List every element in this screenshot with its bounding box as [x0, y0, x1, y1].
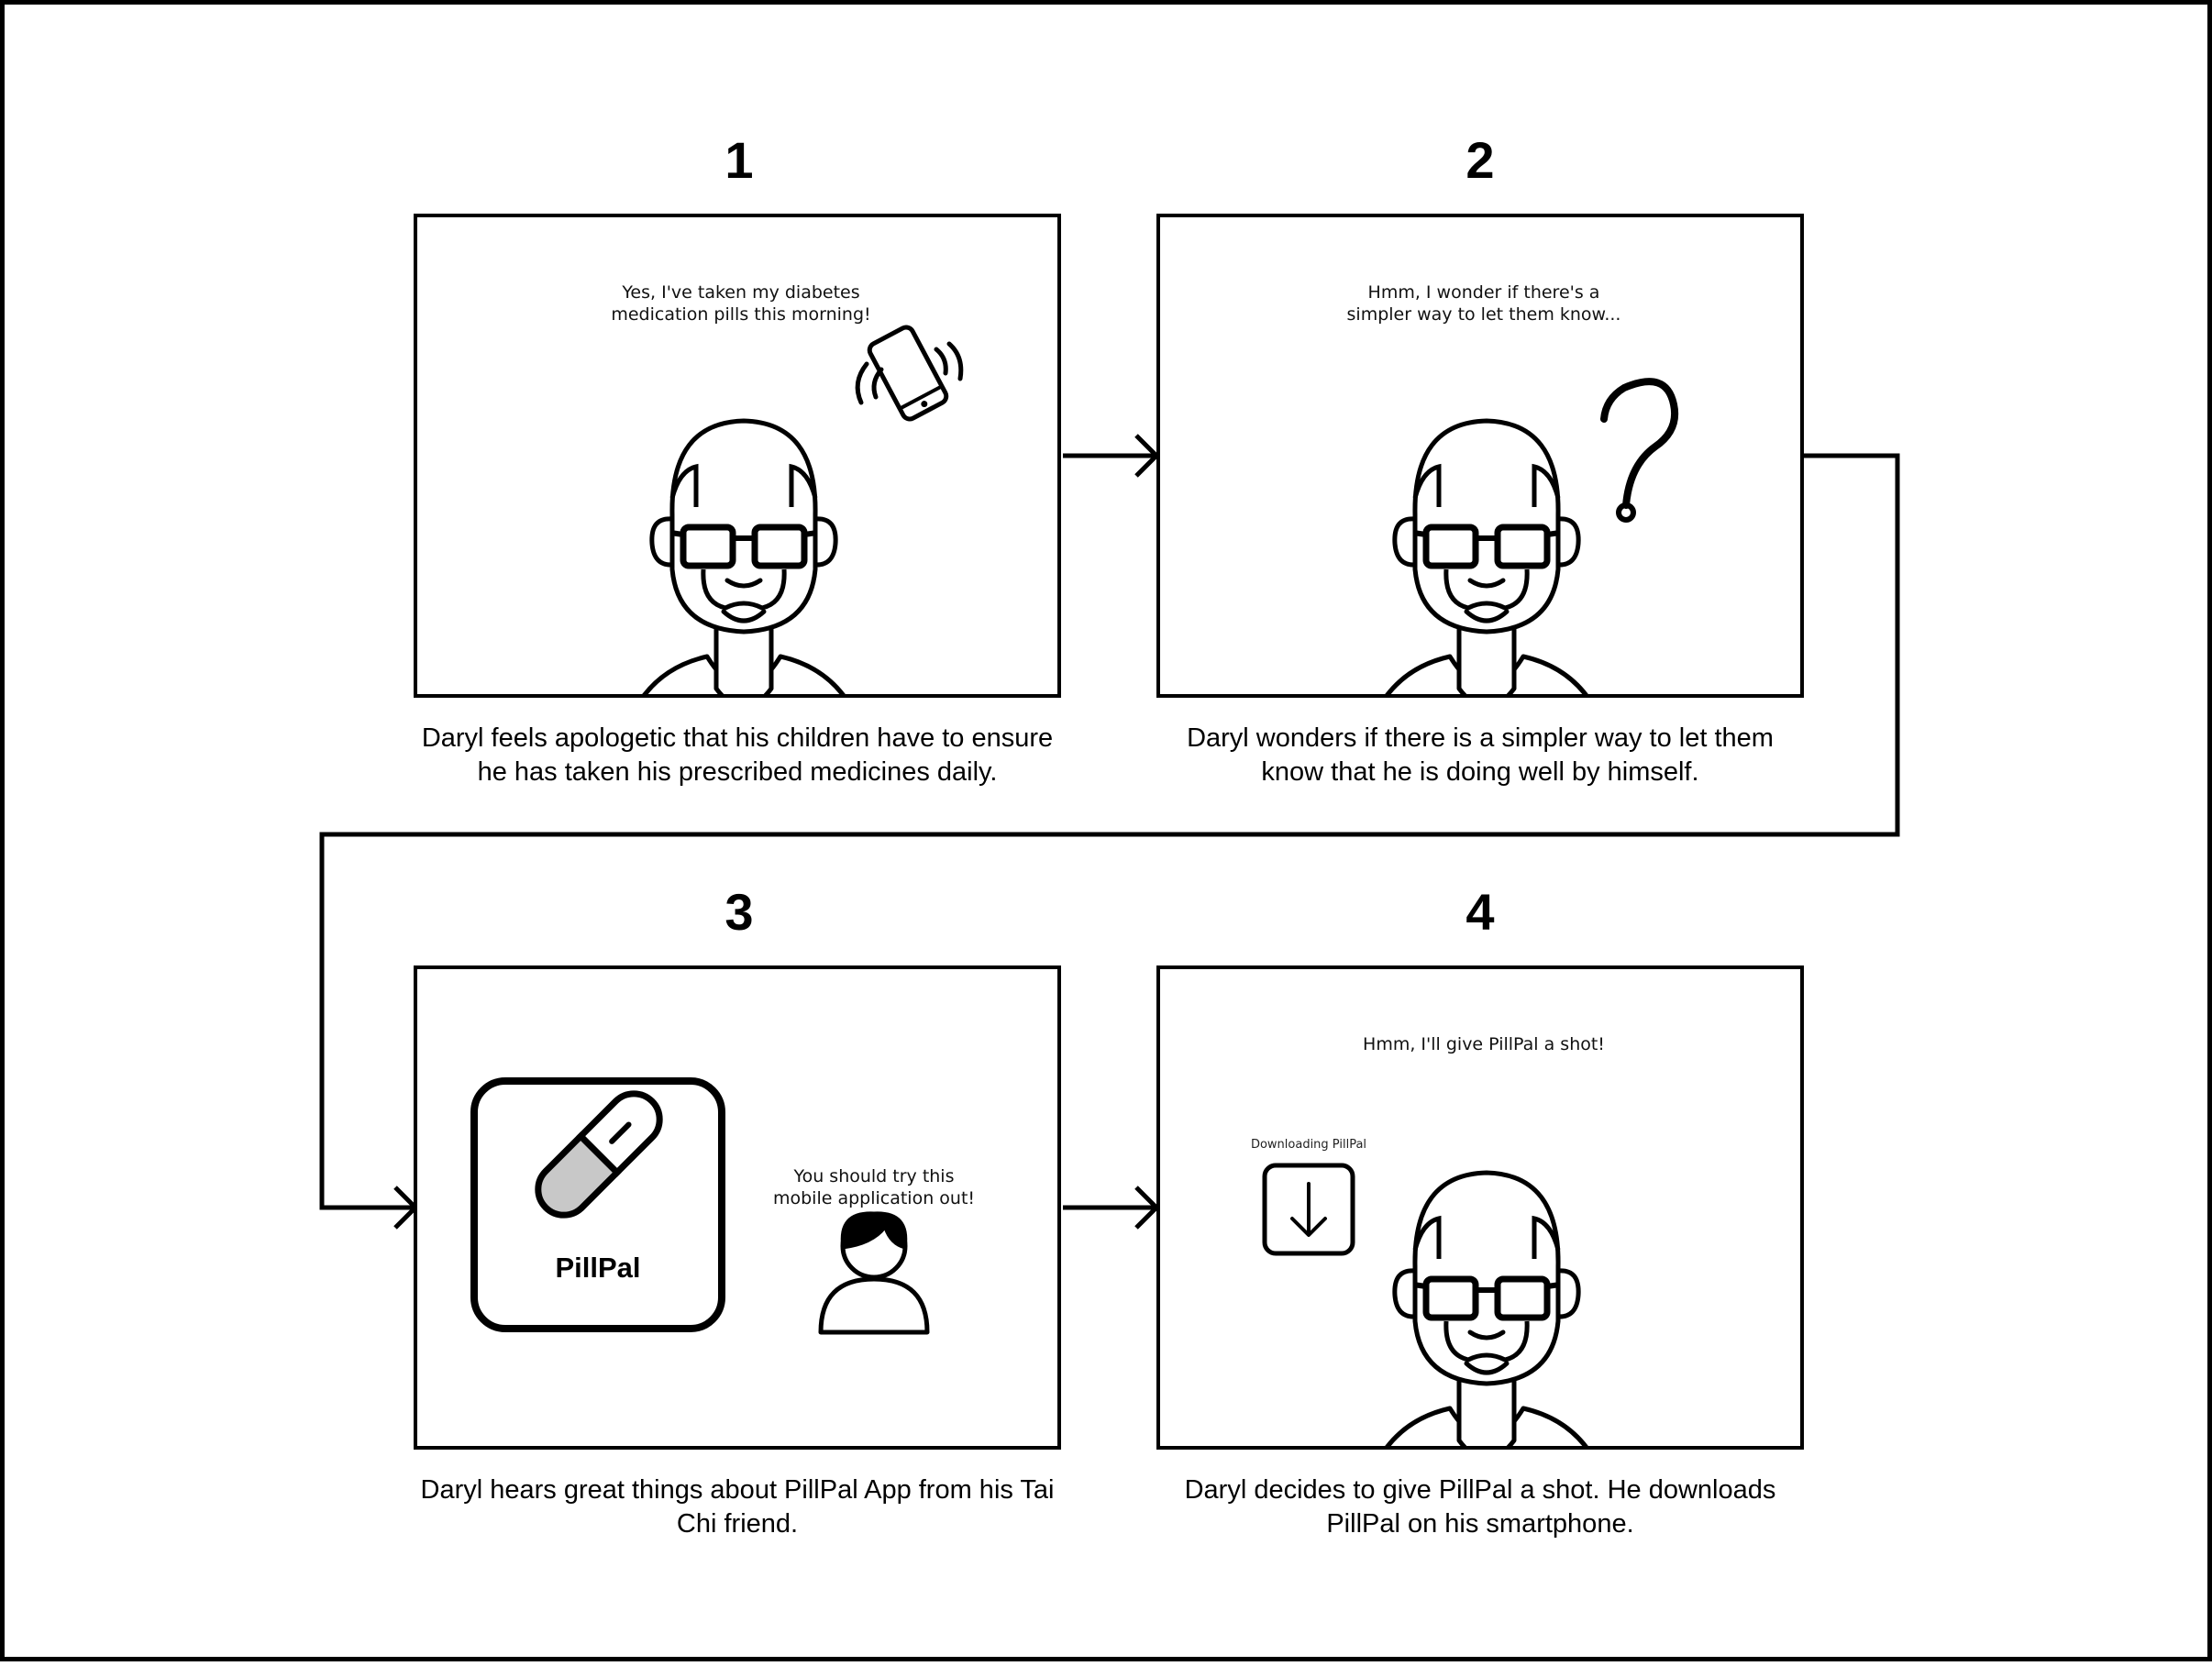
- step-3-speech: You should try this mobile application o…: [772, 1166, 976, 1208]
- step-2-illustration: [1160, 378, 1678, 698]
- step-3-number: 3: [724, 883, 754, 941]
- step-1-caption: Daryl feels apologetic that his children…: [421, 723, 1054, 787]
- download-arrow-icon: [1262, 1163, 1355, 1256]
- pillpal-app-icon: [470, 1077, 725, 1332]
- friend-avatar-icon: [818, 1211, 930, 1335]
- step-4-caption: Daryl decides to give PillPal a shot. He…: [1184, 1475, 1776, 1539]
- step-2-panel: Hmm, I wonder if there's a simpler way t…: [1156, 214, 1804, 698]
- step-4-speech: Hmm, I'll give PillPal a shot!: [1363, 1034, 1605, 1054]
- step-4-illustration: [1262, 1163, 1804, 1450]
- pill-capsule-icon: [535, 1090, 663, 1219]
- connector-2-to-3: [319, 453, 1900, 1210]
- ringing-phone-icon: [867, 325, 949, 422]
- question-mark-icon: [1600, 378, 1678, 523]
- pillpal-app-name: PillPal: [555, 1252, 641, 1284]
- step-2-caption: Daryl wonders if there is a simpler way …: [1187, 723, 1774, 787]
- step-4-panel: Hmm, I'll give PillPal a shot! Downloadi…: [1156, 965, 1804, 1450]
- step-2-number: 2: [1465, 131, 1495, 189]
- flow-connectors: [319, 434, 1900, 1230]
- step-2-speech: Hmm, I wonder if there's a simpler way t…: [1346, 282, 1621, 325]
- step-3-illustration: [470, 1077, 930, 1335]
- step-1-speech: Yes, I've taken my diabetes medication p…: [611, 282, 871, 325]
- download-label: Downloading PillPal: [1250, 1138, 1367, 1152]
- step-1-panel: Yes, I've taken my diabetes medication p…: [414, 214, 1061, 698]
- step-1-illustration: [417, 325, 964, 698]
- step-4-number: 4: [1465, 883, 1495, 941]
- step-3-panel: PillPal You should try this mobile appli…: [414, 965, 1061, 1450]
- step-1-number: 1: [724, 131, 754, 189]
- step-3-caption: Daryl hears great things about PillPal A…: [420, 1475, 1055, 1539]
